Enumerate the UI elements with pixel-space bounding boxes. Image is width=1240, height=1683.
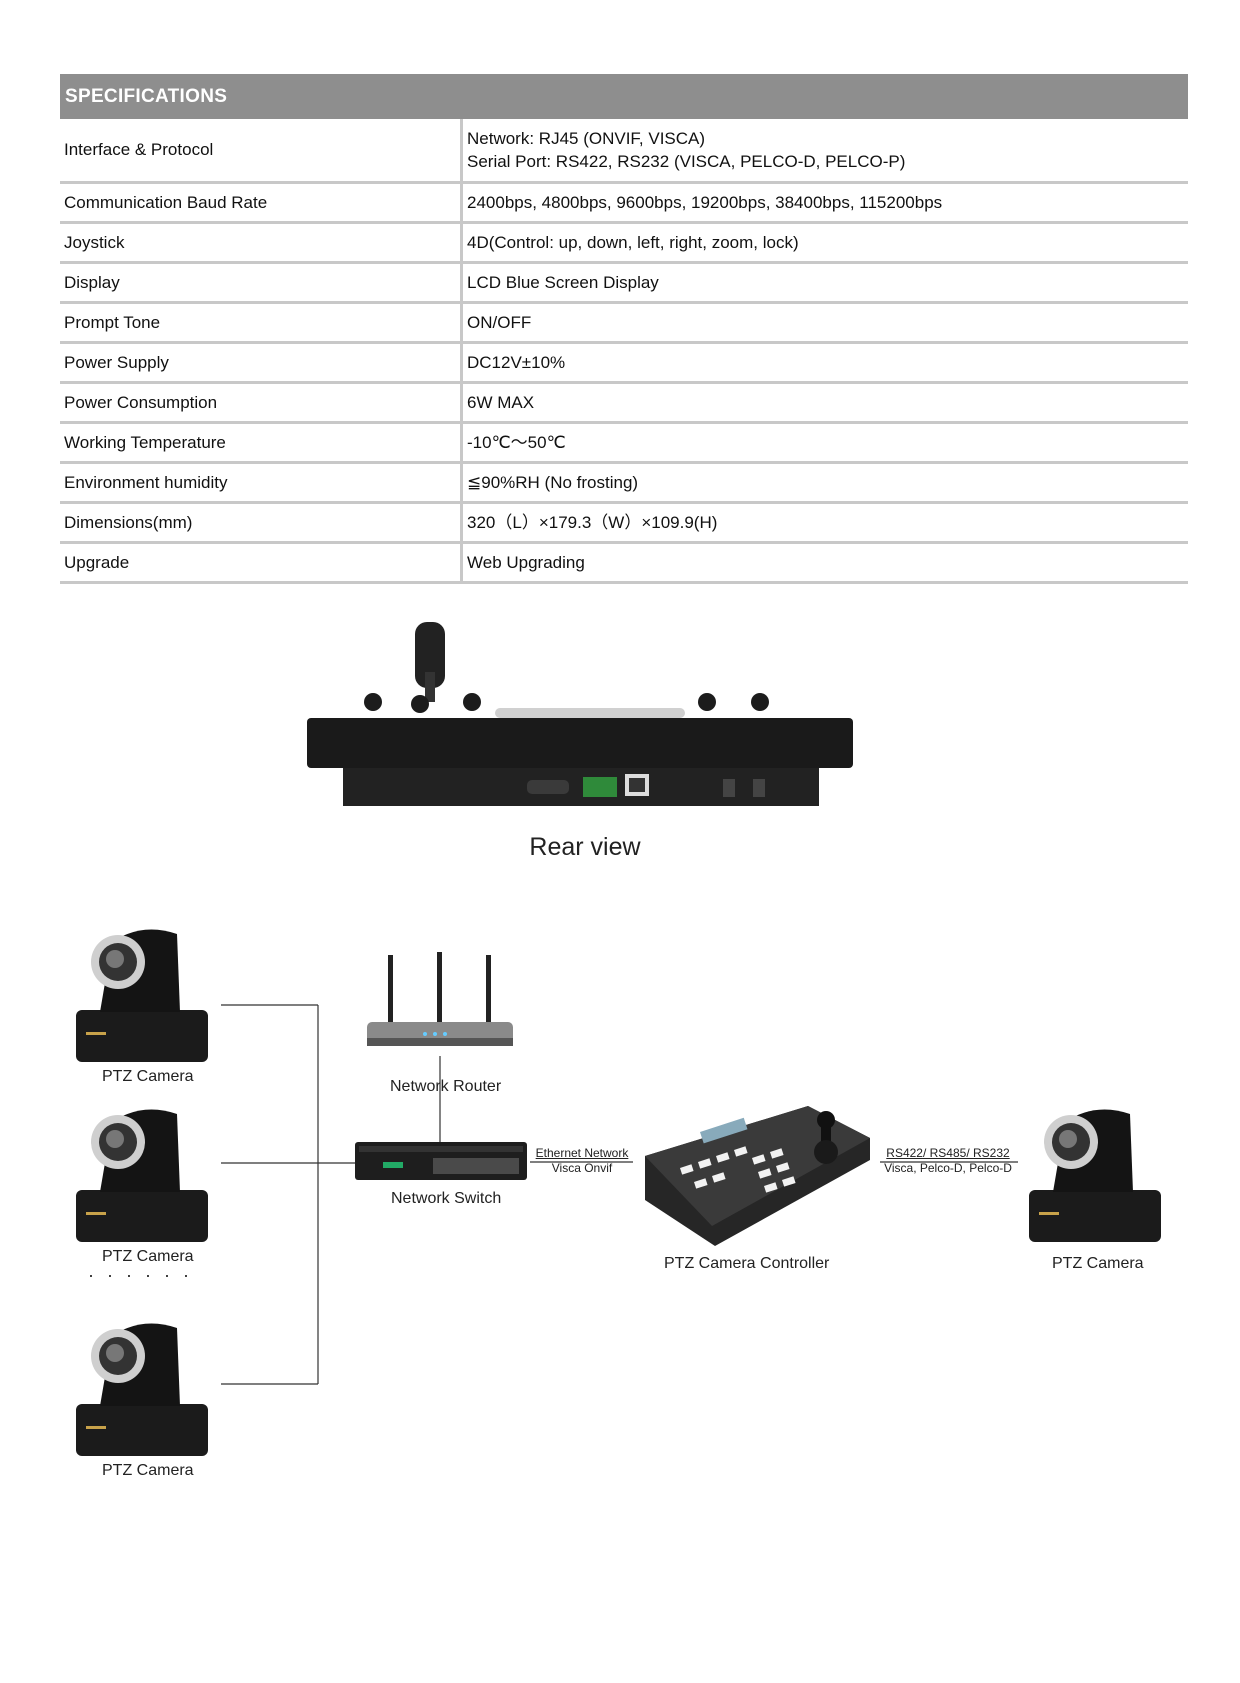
spec-value: DC12V±10% — [461, 342, 1188, 384]
spec-row: Working Temperature-10℃～50℃ — [60, 422, 1188, 464]
spec-key: Joystick — [60, 222, 463, 264]
ptz-controller-icon — [645, 1106, 870, 1246]
camera-label: PTZ Camera — [102, 1462, 194, 1479]
serial-link-line1: RS422/ RS485/ RS232 — [886, 1146, 1010, 1160]
camera-label: PTZ Camera — [102, 1068, 194, 1085]
ethernet-link-line2: Visca Onvif — [551, 1161, 613, 1175]
camera-label: PTZ Camera — [1052, 1255, 1144, 1272]
spec-value-line: DC12V±10% — [467, 352, 566, 372]
ptz-camera-icon — [76, 1109, 208, 1242]
spec-key: Prompt Tone — [60, 302, 463, 344]
ethernet-link-label: Ethernet Network Visca Onvif — [530, 1146, 634, 1176]
more-cameras-ellipsis: · · · · · · — [88, 1265, 193, 1285]
switch-label: Network Switch — [391, 1190, 502, 1207]
spec-value: ON/OFF — [461, 302, 1188, 344]
camera-label: PTZ Camera — [102, 1248, 194, 1265]
spec-key: Dimensions(mm) — [60, 502, 463, 544]
spec-value: -10℃～50℃ — [461, 422, 1188, 464]
spec-key: Power Supply — [60, 342, 463, 384]
spec-key: Communication Baud Rate — [60, 182, 463, 224]
spec-value-line: 320（L）×179.3（W）×109.9(H) — [467, 512, 718, 532]
spec-value: 6W MAX — [461, 382, 1188, 424]
spec-value-line: LCD Blue Screen Display — [467, 272, 659, 292]
spec-value-line: ON/OFF — [467, 312, 532, 332]
spec-value-line: 6W MAX — [467, 392, 535, 412]
serial-link-line2: Visca, Pelco-D, Pelco-D — [884, 1161, 1012, 1175]
ethernet-link-line1: Ethernet Network — [535, 1146, 629, 1160]
spec-value: Web Upgrading — [461, 542, 1188, 584]
network-router-icon — [367, 952, 513, 1046]
spec-key: Display — [60, 262, 463, 304]
spec-value-line: ≦90%RH (No frosting) — [467, 472, 639, 492]
spec-value-line: Network: RJ45 (ONVIF, VISCA) — [467, 128, 706, 148]
spec-value: Network: RJ45 (ONVIF, VISCA) Serial Port:… — [461, 119, 1188, 184]
ptz-camera-icon — [1029, 1109, 1161, 1242]
spec-value: 2400bps, 4800bps, 9600bps, 19200bps, 384… — [461, 182, 1188, 224]
specifications-title: SPECIFICATIONS — [60, 74, 1188, 119]
spec-key: Power Consumption — [60, 382, 463, 424]
spec-value-line: -10℃～50℃ — [467, 432, 566, 452]
spec-row: Dimensions(mm)320（L）×179.3（W）×109.9(H) — [60, 502, 1188, 544]
spec-key: Working Temperature — [60, 422, 463, 464]
ptz-camera-icon — [76, 1323, 208, 1456]
spec-row: Environment humidity≦90%RH (No frosting) — [60, 462, 1188, 504]
spec-value-line: 4D(Control: up, down, left, right, zoom,… — [467, 232, 799, 252]
spec-value: 320（L）×179.3（W）×109.9(H) — [461, 502, 1188, 544]
spec-key: Upgrade — [60, 542, 463, 584]
spec-value: 4D(Control: up, down, left, right, zoom,… — [461, 222, 1188, 264]
ptz-camera-icon — [76, 929, 208, 1062]
spec-value: ≦90%RH (No frosting) — [461, 462, 1188, 504]
spec-value-line: 2400bps, 4800bps, 9600bps, 19200bps, 384… — [467, 192, 943, 212]
spec-value-line: Serial Port: RS422, RS232 (VISCA, PELCO-… — [467, 151, 906, 171]
network-switch-icon — [355, 1142, 527, 1180]
serial-link-label: RS422/ RS485/ RS232 Visca, Pelco-D, Pelc… — [878, 1146, 1018, 1176]
router-label: Network Router — [390, 1078, 502, 1095]
rear-view-caption: Rear view — [529, 833, 641, 861]
spec-value-line: Web Upgrading — [467, 552, 585, 572]
spec-value: LCD Blue Screen Display — [461, 262, 1188, 304]
spec-key: Interface & Protocol — [60, 119, 463, 184]
spec-key: Environment humidity — [60, 462, 463, 504]
controller-rear-view-image — [307, 622, 853, 806]
controller-label: PTZ Camera Controller — [664, 1255, 830, 1272]
